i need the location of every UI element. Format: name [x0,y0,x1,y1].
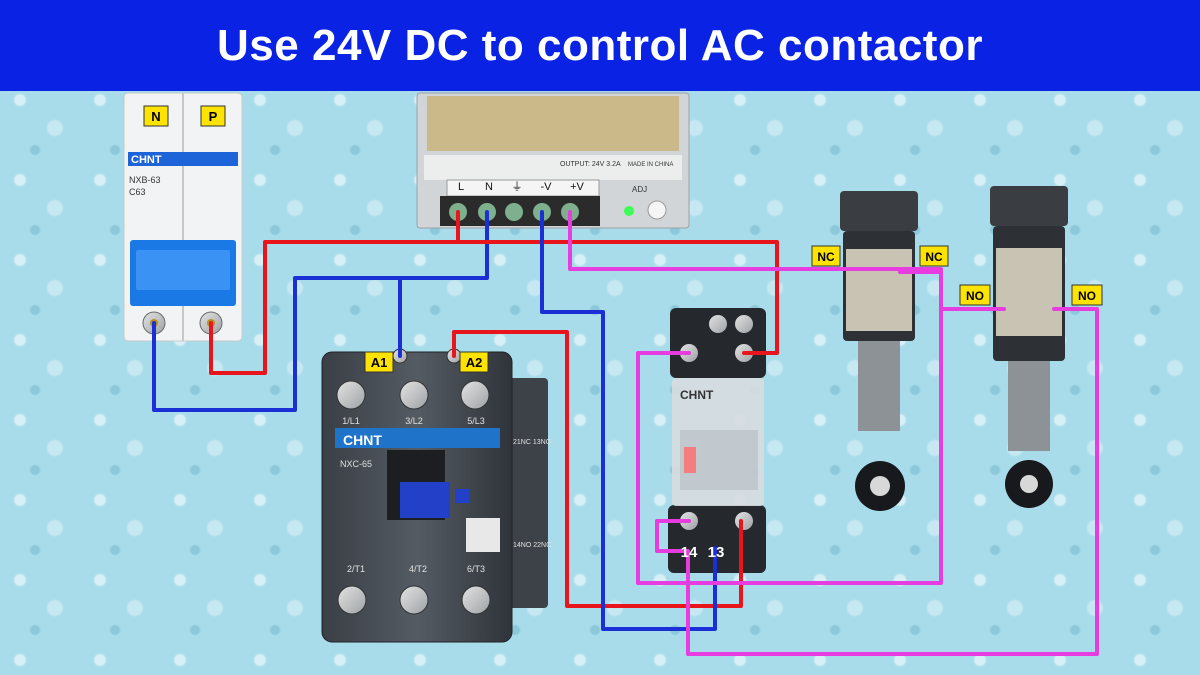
power-supply [416,92,690,229]
contactor-brand-strip [335,428,500,448]
wire-blue-n-to-psu-n [152,210,489,412]
contactor-terminal-1l1: 1/L1 [342,416,360,426]
contactor-terminal-3l2: 3/L2 [405,416,423,426]
psu-output-text: OUTPUT: 24V 3.2A [560,161,621,168]
page-title: Use 24V DC to control AC contactor [217,20,983,70]
breaker-brand: CHNT [131,154,162,166]
wire-red-psu-to-relay-coil [455,240,779,355]
relay-brand: CHNT [680,388,714,402]
contactor-a2-label: A2 [466,355,483,370]
relay-terminal-14: 14 [681,544,698,561]
contactor-terminal-2t1: 2/T1 [347,564,365,574]
contactor-a1-label: A1 [371,355,388,370]
contactor-terminal-5l3: 5/L3 [467,416,485,426]
psu-made-in: MADE IN CHINA [628,162,673,168]
limit-switch-right [990,186,1068,508]
relay [668,308,766,573]
breaker-brand-strip [128,152,238,166]
psu-vent-grille [427,96,679,151]
wire-red-a2-to-relay [452,330,743,608]
contactor-brand: CHNT [343,432,382,448]
psu-terminal-n: N [485,181,493,193]
contactor-terminal-4t2: 4/T2 [409,564,427,574]
breaker-model: NXB-63 [129,175,161,185]
limit-right-no-right: NO [1078,289,1096,303]
psu-terminal-minus-v: -V [541,181,553,193]
limit-right-no-left: NO [966,289,984,303]
breaker-rating: C63 [129,187,146,197]
ac-contactor [321,348,548,643]
psu-terminal-l: L [458,181,464,193]
contactor-aux-top: 21NC 13NO [513,439,552,446]
title-bar: Use 24V DC to control AC contactor [0,0,1200,91]
psu-terminal-plus-v: +V [570,181,584,193]
limit-left-nc-left: NC [817,250,835,264]
wire-red-p-to-psu-l [209,210,460,375]
limit-switch-left [840,191,918,511]
contactor-qr-code [466,518,500,552]
relay-terminal-13: 13 [708,544,725,561]
psu-adj-label: ADJ [632,185,647,194]
psu-power-led [624,206,634,216]
contactor-armature [400,482,450,518]
limit-left-nc-right: NC [925,250,943,264]
psu-adj-knob[interactable] [647,200,667,220]
wire-magenta-psu-plus [568,210,943,585]
breaker-n-label: N [151,109,160,124]
circuit-breaker [123,92,243,342]
psu-terminal-ground: ⏚ [512,180,523,193]
breaker-p-label: P [209,109,218,124]
contactor-aux-bottom: 14NO 22NC [513,542,551,549]
wire-magenta-relay-14 [655,307,1099,656]
contactor-model: NXC-65 [340,459,372,469]
contactor-terminal-6t3: 6/T3 [467,564,485,574]
wire-blue-psu-minus [540,210,717,631]
